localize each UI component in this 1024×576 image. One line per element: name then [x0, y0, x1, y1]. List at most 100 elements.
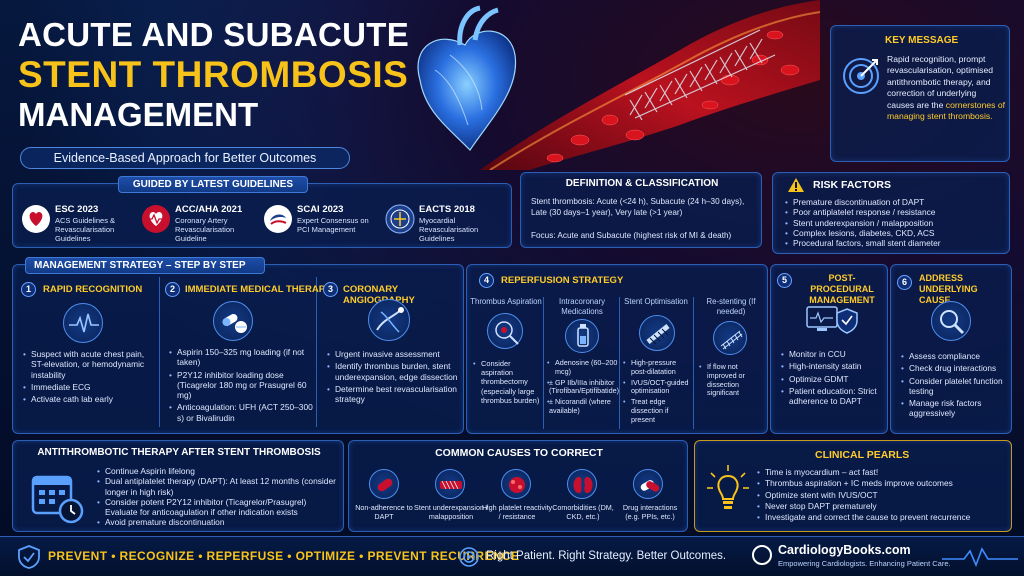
guideline-esc-name: ESC 2023 [55, 204, 99, 215]
step6-item: Consider platelet function testing [901, 376, 1011, 397]
guidelines-heading: GUIDED BY LATEST GUIDELINES [118, 176, 308, 193]
step6-item: Assess compliance [901, 351, 1011, 362]
reperfusion-item: Adenosine (60–200 mcg) [547, 358, 619, 377]
pearl-item: Thrombus aspiration + IC meds improve ou… [757, 478, 1009, 489]
cause-item: High platelet reactivity / resistance [481, 503, 553, 521]
divider [159, 277, 160, 427]
antithrombotic-item: Avoid premature discontinuation [97, 517, 339, 528]
step1-list: Suspect with acute chest pain, ST-elevat… [23, 349, 155, 406]
antithrombotic-panel: ANTITHROMBOTIC THERAPY AFTER STENT THROM… [12, 440, 344, 532]
reperfusion-item: ± Nicorandil (where available) [547, 397, 619, 416]
guideline-scai-name: SCAI 2023 [297, 204, 344, 215]
reperfusion-col-medications-list: Adenosine (60–200 mcg) ± GP IIb/IIIa inh… [547, 358, 619, 418]
risk-item: Complex lesions, diabetes, CKD, ACS [785, 228, 1005, 239]
definition-text: Stent thrombosis: Acute (<24 h), Subacut… [531, 197, 745, 217]
definition-heading: DEFINITION & CLASSIFICATION [565, 178, 719, 189]
management-strategy-panel: MANAGEMENT STRATEGY – STEP BY STEP 1 RAP… [12, 257, 464, 434]
step5-title: POST-PROCEDURAL MANAGEMENT [809, 273, 875, 305]
reperfusion-item: IVUS/OCT-guided optimisation [623, 378, 693, 397]
target-icon [843, 58, 879, 94]
pearl-item: Optimize stent with IVUS/OCT [757, 490, 1009, 501]
monitor-shield-icon [806, 306, 858, 334]
step2-list: Aspirin 150–325 mg loading (if not taken… [169, 347, 313, 425]
guideline-acc-name: ACC/AHA 2021 [175, 204, 243, 215]
guideline-esc-desc: ACS Guidelines & Revascularisation Guide… [55, 216, 116, 243]
subtitle-pill: Evidence-Based Approach for Better Outco… [20, 147, 350, 169]
reperfusion-col-optimisation-list: High-pressure post-dilatation IVUS/OCT-g… [623, 358, 693, 427]
clinical-pearls-panel: CLINICAL PEARLS Time is myocardium – act… [694, 440, 1012, 532]
risk-item: Premature discontinuation of DAPT [785, 197, 1005, 208]
heart-artery-illustration [417, 0, 820, 170]
risk-factors-panel: RISK FACTORS Premature discontinuation o… [772, 172, 1010, 254]
reperfusion-item: Treat edge dissection if present [623, 397, 693, 424]
step6-title: ADDRESS UNDERLYING CAUSE [919, 273, 978, 305]
risk-factors-list: Premature discontinuation of DAPT Poor a… [785, 197, 1005, 249]
step3-item: Identify thrombus burden, stent underexp… [327, 361, 461, 382]
step5-number: 5 [777, 273, 792, 288]
pearl-item: Investigate and correct the cause to pre… [757, 512, 1009, 523]
step2-number: 2 [165, 282, 180, 297]
management-strategy-heading: MANAGEMENT STRATEGY – STEP BY STEP [25, 257, 265, 274]
stent-underexpansion-icon [435, 469, 465, 499]
antithrombotic-list: Continue Aspirin lifelong Dual antiplate… [97, 466, 339, 528]
reperfusion-item: Consider aspiration thrombectomy (especi… [473, 359, 543, 405]
lightbulb-icon [707, 465, 749, 509]
ecg-icon [63, 303, 103, 343]
step1-item: Immediate ECG [23, 382, 155, 393]
antithrombotic-heading: ANTITHROMBOTIC THERAPY AFTER STENT THROM… [37, 447, 321, 458]
common-causes-heading: COMMON CAUSES TO CORRECT [435, 447, 603, 459]
platelet-icon [501, 469, 531, 499]
guideline-acc-desc: Coronary Artery Revascularisation Guidel… [175, 216, 235, 243]
title-line1: ACUTE AND SUBACUTE [18, 16, 410, 53]
footer: PREVENT • RECOGNIZE • REPERFUSE • OPTIMI… [0, 536, 1024, 576]
reperfusion-item: If flow not improved or dissection signi… [699, 362, 767, 398]
guideline-eacts-desc: Myocardial Revascularisation Guidelines [419, 216, 479, 243]
antithrombotic-item: Dual antiplatelet therapy (DAPT): At lea… [97, 476, 339, 497]
divider [619, 297, 620, 429]
reperfusion-col-restenting-title: Re-stenting (If needed) [706, 297, 756, 316]
reperfusion-col-optimisation-title: Stent Optimisation [624, 297, 688, 306]
definition-focus: Focus: Acute and Subacute (highest risk … [531, 231, 732, 240]
step2-item: P2Y12 inhibitor loading dose (Ticagrelor… [169, 370, 313, 401]
footer-tagline: Right Patient. Right Strategy. Better Ou… [486, 550, 727, 562]
clinical-pearls-list: Time is myocardium – act fast! Thrombus … [757, 467, 1009, 523]
calendar-clock-icon [31, 475, 84, 524]
pills-icon [213, 301, 253, 341]
step5-item: Optimize GDMT [781, 374, 885, 385]
post-procedural-panel: 5 POST-PROCEDURAL MANAGEMENT Monitor in … [770, 264, 888, 434]
footer-brand-sub: Empowering Cardiologists. Enhancing Pati… [778, 559, 951, 568]
step1-item: Suspect with acute chest pain, ST-elevat… [23, 349, 155, 380]
capsule-icon [369, 469, 399, 499]
aspiration-icon [487, 313, 523, 349]
step1-number: 1 [21, 282, 36, 297]
cause-item: Comorbidities (DM, CKD, etc.) [552, 503, 614, 521]
step6-number: 6 [897, 275, 912, 290]
clinical-pearls-heading: CLINICAL PEARLS [815, 449, 910, 461]
cause-item: Stent underexpansion / malapposition [414, 503, 488, 521]
step5-item: Monitor in CCU [781, 349, 885, 360]
catheter-icon [368, 299, 410, 341]
step3-item: Determine best revascularisation strateg… [327, 384, 461, 405]
drug-interaction-icon [633, 469, 663, 499]
risk-item: Poor antiplatelet response / resistance [785, 207, 1005, 218]
step3-list: Urgent invasive assessment Identify thro… [327, 349, 461, 406]
step1-title: RAPID RECOGNITION [43, 284, 143, 295]
pearl-item: Time is myocardium – act fast! [757, 467, 1009, 478]
reperfusion-col-medications-title: Intracoronary Medications [559, 297, 605, 316]
cause-item: Non-adherence to DAPT [355, 503, 413, 521]
guideline-scai-desc: Expert Consensus on PCI Management [297, 216, 369, 234]
reperfusion-col-aspiration-list: Consider aspiration thrombectomy (especi… [473, 359, 543, 407]
footer-brand[interactable]: CardiologyBooks.com [778, 543, 911, 557]
step3-number: 3 [323, 282, 338, 297]
underlying-cause-panel: 6 ADDRESS UNDERLYING CAUSE Assess compli… [890, 264, 1012, 434]
pearl-item: Never stop DAPT prematurely [757, 501, 1009, 512]
guidelines-panel: GUIDED BY LATEST GUIDELINES ESC 2023 ACS… [12, 176, 512, 248]
stent-icon [713, 321, 747, 355]
shield-icon [18, 545, 40, 569]
eacts-logo-icon [385, 204, 415, 234]
divider [543, 297, 544, 429]
key-message-body: Rapid recognition, prompt revascularisat… [887, 54, 994, 110]
step6-item: Check drug interactions [901, 363, 1011, 374]
risk-item: Stent underexpansion / malapposition [785, 218, 1005, 229]
reperfusion-col-aspiration-title: Thrombus Aspiration [470, 297, 542, 306]
